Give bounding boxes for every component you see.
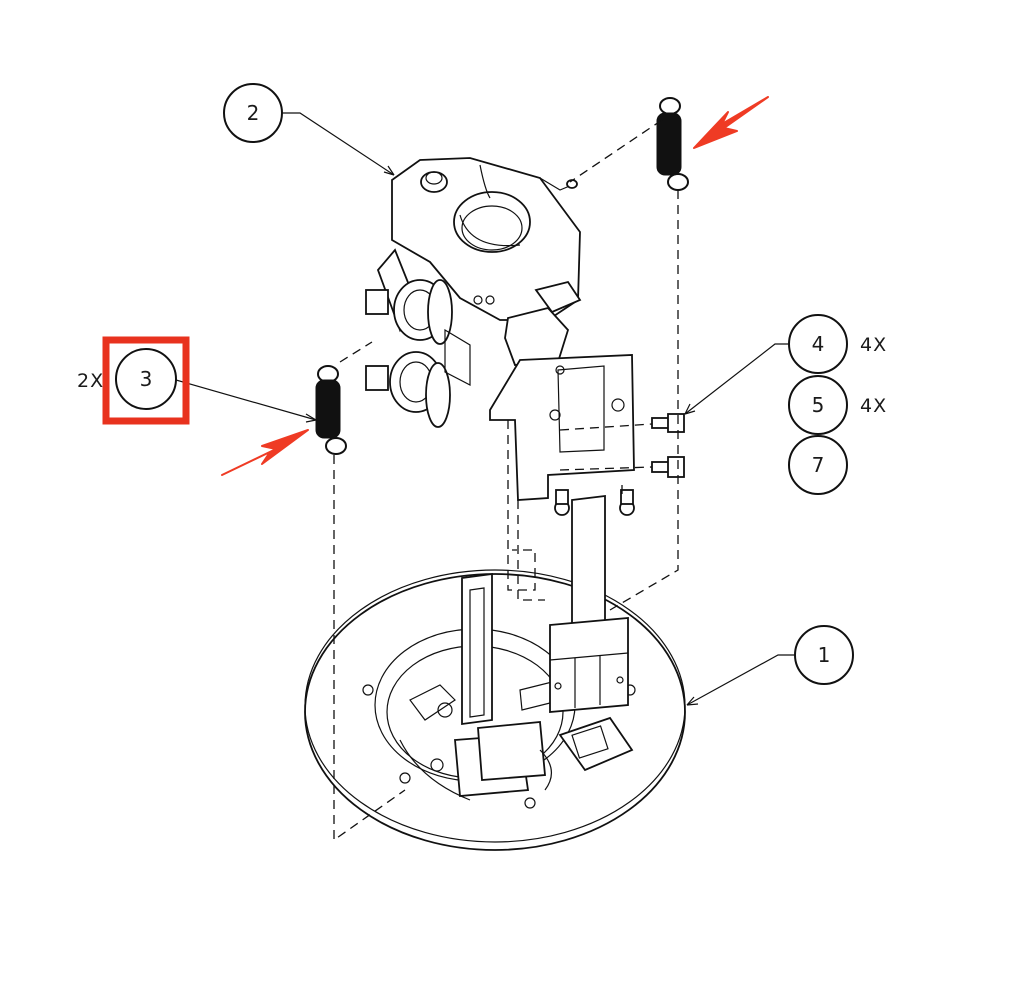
callout-3-highlight-box bbox=[102, 336, 190, 425]
spring-left bbox=[315, 365, 347, 455]
upper-carriage bbox=[365, 157, 635, 501]
callout-3: 3 2X bbox=[77, 336, 190, 425]
spring-right bbox=[656, 97, 689, 191]
indicator-arrows bbox=[221, 96, 769, 476]
callout-5: 5 4X bbox=[788, 375, 887, 435]
guide-column bbox=[549, 489, 635, 713]
arrow-left-spring bbox=[221, 429, 309, 476]
leader-lines bbox=[175, 112, 795, 706]
callout-4-qty: 4X bbox=[860, 334, 887, 356]
callout-4-label: 4 bbox=[812, 332, 825, 356]
callout-7: 7 bbox=[788, 435, 848, 495]
assembly-lines bbox=[333, 119, 679, 842]
callout-4: 4 4X bbox=[788, 314, 887, 374]
base-plate bbox=[304, 569, 686, 851]
callout-5-qty: 4X bbox=[860, 395, 887, 417]
callout-2: 2 bbox=[223, 83, 283, 143]
arrow-right-spring bbox=[693, 96, 769, 149]
screw-lower bbox=[651, 456, 685, 478]
callout-7-label: 7 bbox=[812, 453, 825, 477]
screw-upper bbox=[651, 413, 685, 433]
callout-2-label: 2 bbox=[247, 101, 260, 125]
callout-1-label: 1 bbox=[818, 643, 831, 667]
callout-5-label: 5 bbox=[812, 393, 825, 417]
callout-3-qty: 2X bbox=[77, 370, 104, 392]
callout-3-label: 3 bbox=[140, 367, 153, 391]
callout-1: 1 bbox=[794, 625, 854, 685]
